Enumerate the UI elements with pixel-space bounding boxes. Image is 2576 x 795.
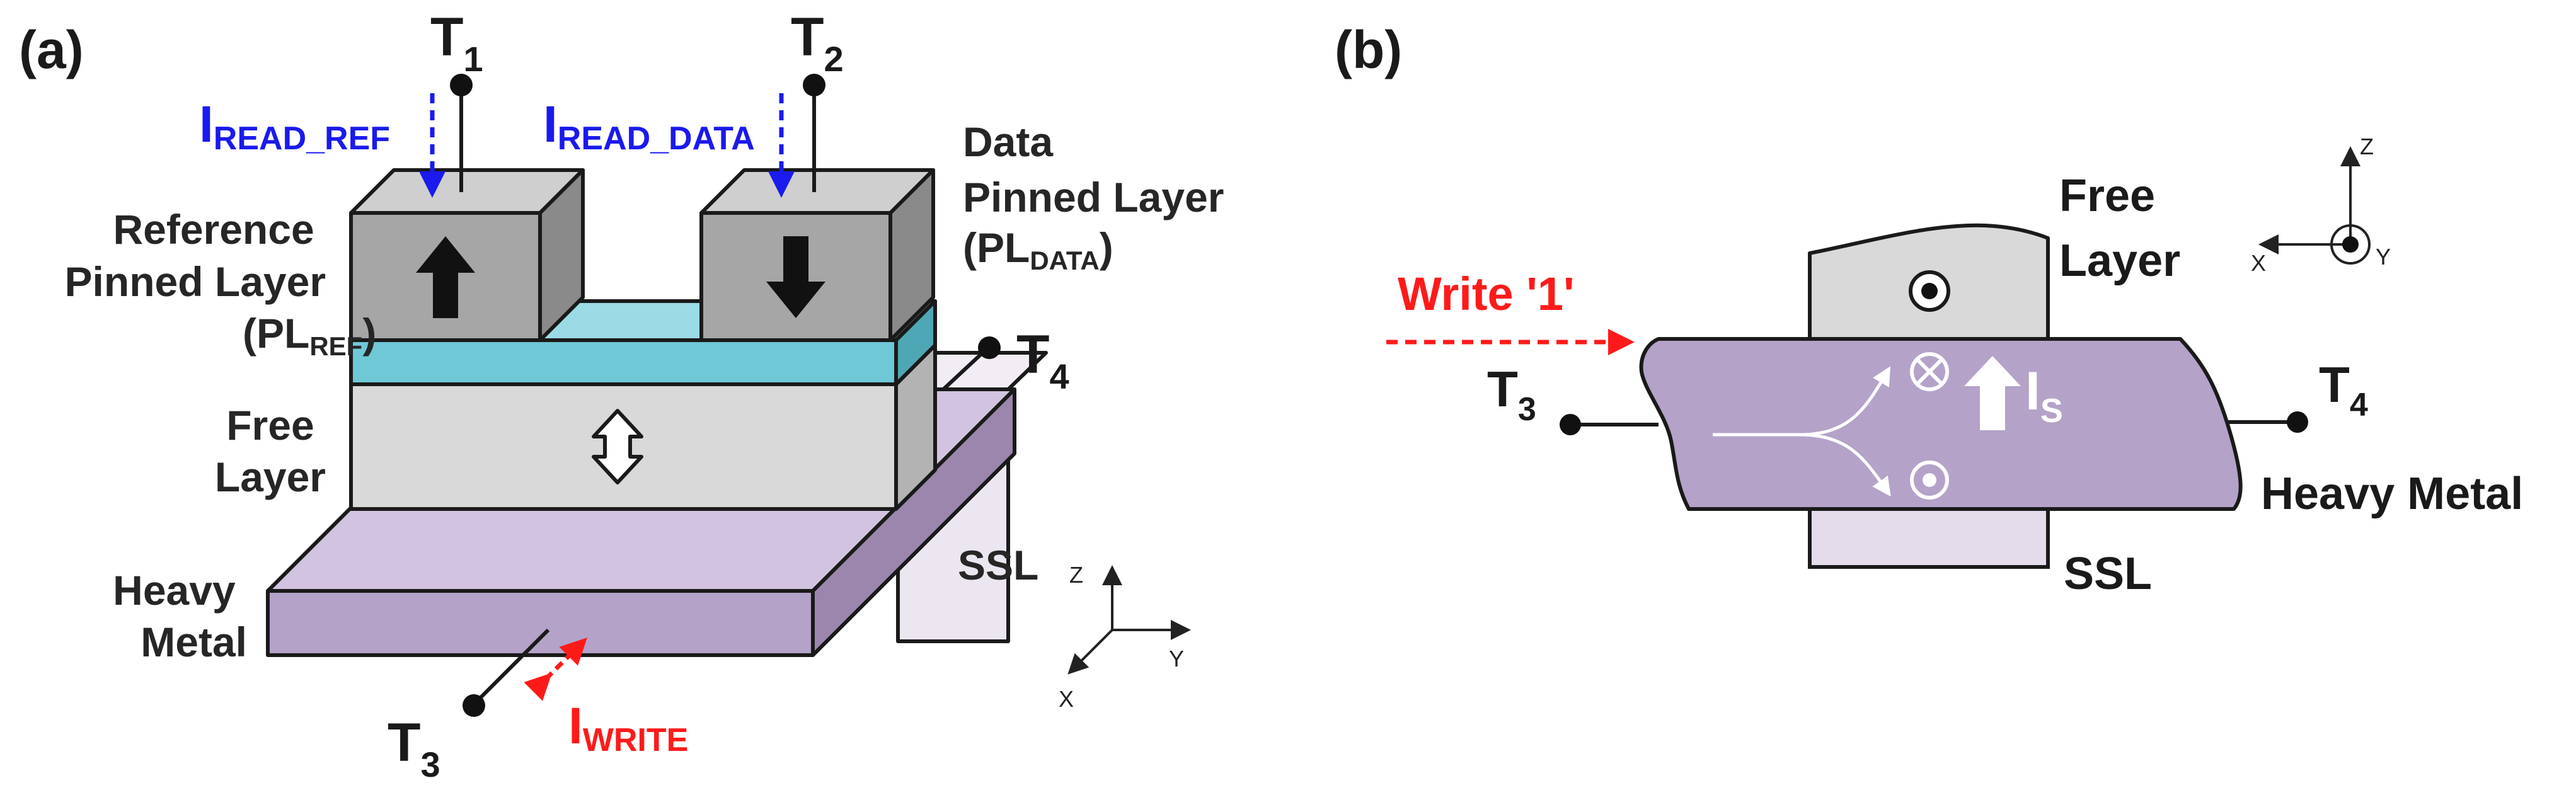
terminal-t2-dot <box>803 74 825 96</box>
terminal-t3-dot <box>463 694 485 717</box>
panel-a: (a) <box>19 7 1224 784</box>
data-down-arrow-icon <box>766 236 825 318</box>
axis-b-y: Y <box>2376 244 2391 270</box>
axis-b-x: X <box>2251 250 2266 276</box>
terminal-t2-label: T2 <box>791 7 844 79</box>
terminal-t3-label: T3 <box>388 712 440 784</box>
spin-into-page-icon <box>1910 352 1949 391</box>
axis-a-y: Y <box>1169 646 1184 672</box>
data-pinned-layer-abbr: (PLDATA) <box>963 224 1113 275</box>
terminal-t3-dot-b <box>1560 414 1581 435</box>
spin-out-of-page-icon <box>1910 460 1949 500</box>
axes-a <box>1067 565 1191 675</box>
ssl-label-b: SSL <box>2064 549 2152 599</box>
ref-pinned-layer-abbr: (PLREF) <box>243 310 376 361</box>
free-layer-label-b: Free Layer <box>2059 171 2180 286</box>
panel-a-label: (a) <box>19 20 84 79</box>
data-pinned-layer <box>699 168 935 342</box>
axes-b <box>2258 146 2371 265</box>
i-read-ref-label: IREAD_REF <box>199 96 390 157</box>
i-read-data-label: IREAD_DATA <box>543 96 755 157</box>
ssl-label-a: SSL <box>958 542 1038 588</box>
data-pinned-layer-label: Data Pinned Layer <box>963 118 1224 220</box>
free-layer-block <box>349 343 937 511</box>
terminal-t4-dot <box>978 336 1001 359</box>
panel-b-label: (b) <box>1335 20 1402 79</box>
ref-up-arrow-icon <box>416 236 475 318</box>
write-one-label: Write '1' <box>1398 268 1575 320</box>
terminal-t1-label: T1 <box>430 7 483 79</box>
reference-pinned-layer <box>349 168 585 342</box>
heavy-metal-body-b <box>1639 337 2243 511</box>
terminal-t4-label-b: T4 <box>2319 357 2368 423</box>
i-write-arrow <box>524 638 587 701</box>
axis-b-z: Z <box>2360 134 2374 159</box>
axis-b-y-out-icon <box>2342 236 2359 253</box>
heavy-metal-label-b: Heavy Metal <box>2261 469 2523 519</box>
free-layer-double-arrow-icon <box>592 409 643 484</box>
terminal-t4-dot-b <box>2287 411 2308 433</box>
terminal-t3-label-b: T3 <box>1487 361 1536 428</box>
axis-a-z: Z <box>1069 562 1083 588</box>
terminal-t1-dot <box>450 74 473 96</box>
heavy-metal-label-a: Heavy Metal <box>113 567 247 665</box>
spin-current-arrow-icon <box>1964 356 2021 430</box>
ref-pinned-layer-label: Reference Pinned Layer <box>65 206 326 305</box>
panel-b: (b) IS T3 <box>1335 20 2523 599</box>
free-layer-label-a: Free Layer <box>215 402 326 500</box>
axis-a-x: X <box>1059 686 1074 712</box>
terminal-t4-label: T4 <box>1016 324 1069 396</box>
i-write-label: IWRITE <box>568 697 688 758</box>
spin-current-label: IS <box>2025 361 2063 430</box>
